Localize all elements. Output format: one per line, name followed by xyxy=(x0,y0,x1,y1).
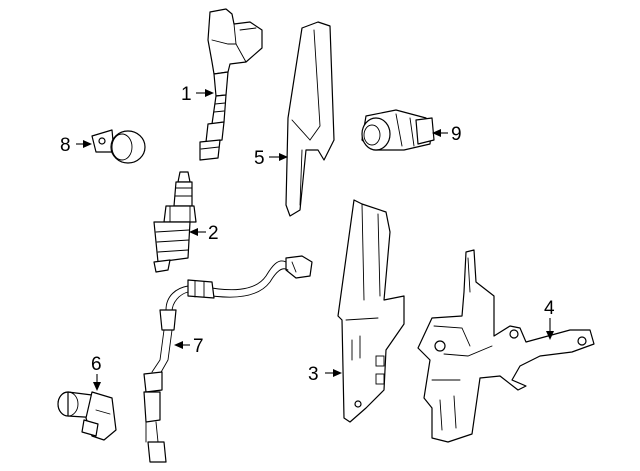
callout-5[interactable]: 5 xyxy=(254,148,265,169)
bracket-cover-part[interactable] xyxy=(337,199,405,423)
callout-3[interactable]: 3 xyxy=(308,364,319,385)
callout-9[interactable]: 9 xyxy=(451,124,462,145)
callout-7[interactable]: 7 xyxy=(193,336,204,357)
cam-position-sensor-part[interactable] xyxy=(361,109,435,151)
knock-sensor-part[interactable] xyxy=(91,129,146,164)
callout-6[interactable]: 6 xyxy=(91,354,102,375)
crank-position-sensor-part[interactable] xyxy=(57,391,117,441)
callout-1[interactable]: 1 xyxy=(181,84,192,105)
oxygen-sensor-part[interactable] xyxy=(143,255,313,463)
mounting-bracket-part[interactable] xyxy=(417,249,595,443)
callout-leaders xyxy=(76,89,554,391)
engine-cover-part[interactable] xyxy=(285,21,335,217)
callout-labels: 1 2 3 4 5 6 7 8 9 xyxy=(60,84,555,385)
ignition-coil-part[interactable] xyxy=(199,8,263,161)
callout-8[interactable]: 8 xyxy=(60,135,71,156)
callout-2[interactable]: 2 xyxy=(208,223,219,244)
callout-4[interactable]: 4 xyxy=(544,298,555,319)
spark-plug-part[interactable] xyxy=(153,171,197,273)
